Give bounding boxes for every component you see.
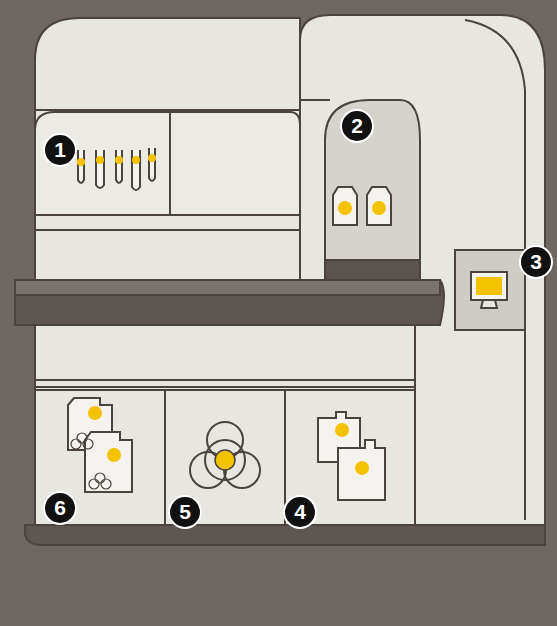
callout-text: 1 xyxy=(54,138,66,161)
seam xyxy=(300,99,330,101)
status-dot xyxy=(355,461,369,475)
callout-text: 4 xyxy=(294,500,306,523)
callout-text: 3 xyxy=(530,250,542,273)
callout-number: 2 xyxy=(340,109,374,143)
cabinet-door xyxy=(165,390,285,525)
status-dot xyxy=(335,423,349,437)
callout-text: 2 xyxy=(351,114,363,137)
reagent-bottle xyxy=(367,187,391,225)
cover-seam xyxy=(35,109,300,111)
callout-number: 4 xyxy=(283,495,317,529)
cover-panel xyxy=(35,112,170,215)
cabinet-seam xyxy=(35,379,415,381)
tube-caps xyxy=(77,154,156,166)
status-dot xyxy=(372,201,386,215)
callout-text: 6 xyxy=(54,496,66,519)
callout-text: 5 xyxy=(179,500,191,523)
status-dot xyxy=(88,406,102,420)
sample-tubes xyxy=(78,148,155,190)
status-dot xyxy=(476,277,502,295)
cover-panel xyxy=(170,112,300,215)
cabinet-door xyxy=(35,390,165,525)
biohazard-symbol xyxy=(190,422,260,488)
cabinet-seam xyxy=(35,386,415,388)
floor xyxy=(0,545,557,626)
base xyxy=(25,525,545,545)
status-dot xyxy=(338,201,352,215)
counter-edge xyxy=(15,280,440,295)
biohazard-mark xyxy=(71,433,111,489)
status-dot xyxy=(107,448,121,462)
status-dot xyxy=(215,450,235,470)
callout-number: 5 xyxy=(168,495,202,529)
work-counter xyxy=(15,280,444,325)
lower-cabinet xyxy=(35,325,415,525)
left-module xyxy=(35,18,300,280)
monitor-stand xyxy=(481,300,497,308)
callout-number: 6 xyxy=(43,491,77,525)
reagent-pack xyxy=(338,440,385,500)
monitor-panel xyxy=(455,250,525,330)
callout-number: 3 xyxy=(519,245,553,279)
right-module xyxy=(300,15,545,535)
cabinet-door xyxy=(285,390,415,525)
callout-number: 1 xyxy=(43,133,77,167)
reagent-bay xyxy=(325,100,420,290)
panel-seam xyxy=(35,229,300,231)
monitor-screen xyxy=(471,272,507,300)
reagent-bottle xyxy=(333,187,357,225)
